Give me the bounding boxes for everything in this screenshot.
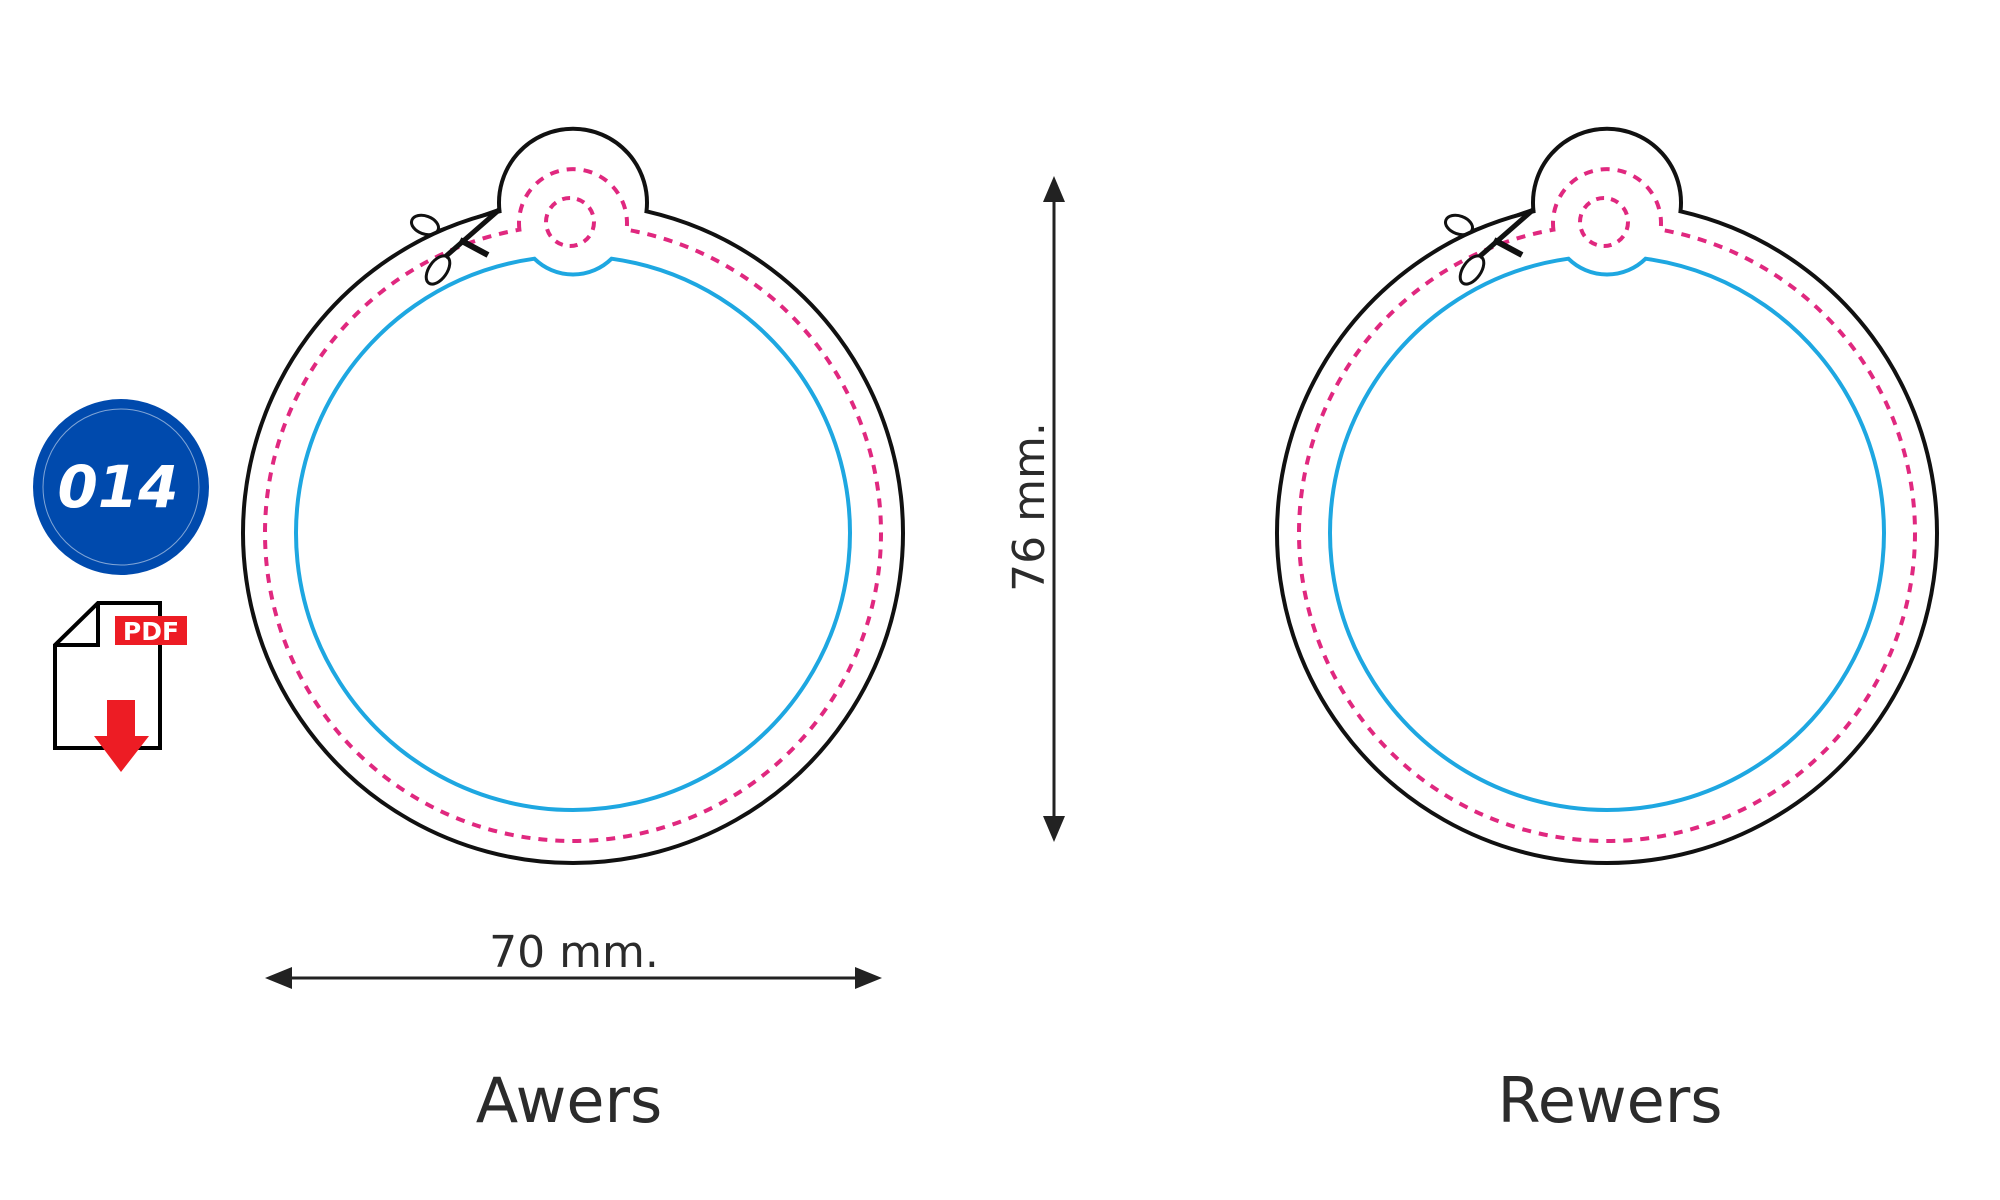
width-dimension: 70 mm. bbox=[265, 927, 882, 989]
front-view-label: Awers bbox=[476, 1064, 663, 1137]
front-keychain-outline bbox=[243, 129, 903, 863]
pdf-label: PDF bbox=[123, 617, 179, 646]
back-keychain-outline bbox=[1277, 129, 1937, 863]
badge-number: 014 bbox=[57, 453, 178, 521]
product-number-badge: 014 bbox=[33, 399, 209, 575]
height-label: 76 mm. bbox=[1004, 422, 1055, 592]
width-label: 70 mm. bbox=[489, 927, 659, 978]
pdf-download-icon[interactable]: PDF bbox=[53, 601, 187, 772]
height-dimension: 76 mm. bbox=[1004, 176, 1065, 842]
back-view-label: Rewers bbox=[1497, 1064, 1722, 1137]
